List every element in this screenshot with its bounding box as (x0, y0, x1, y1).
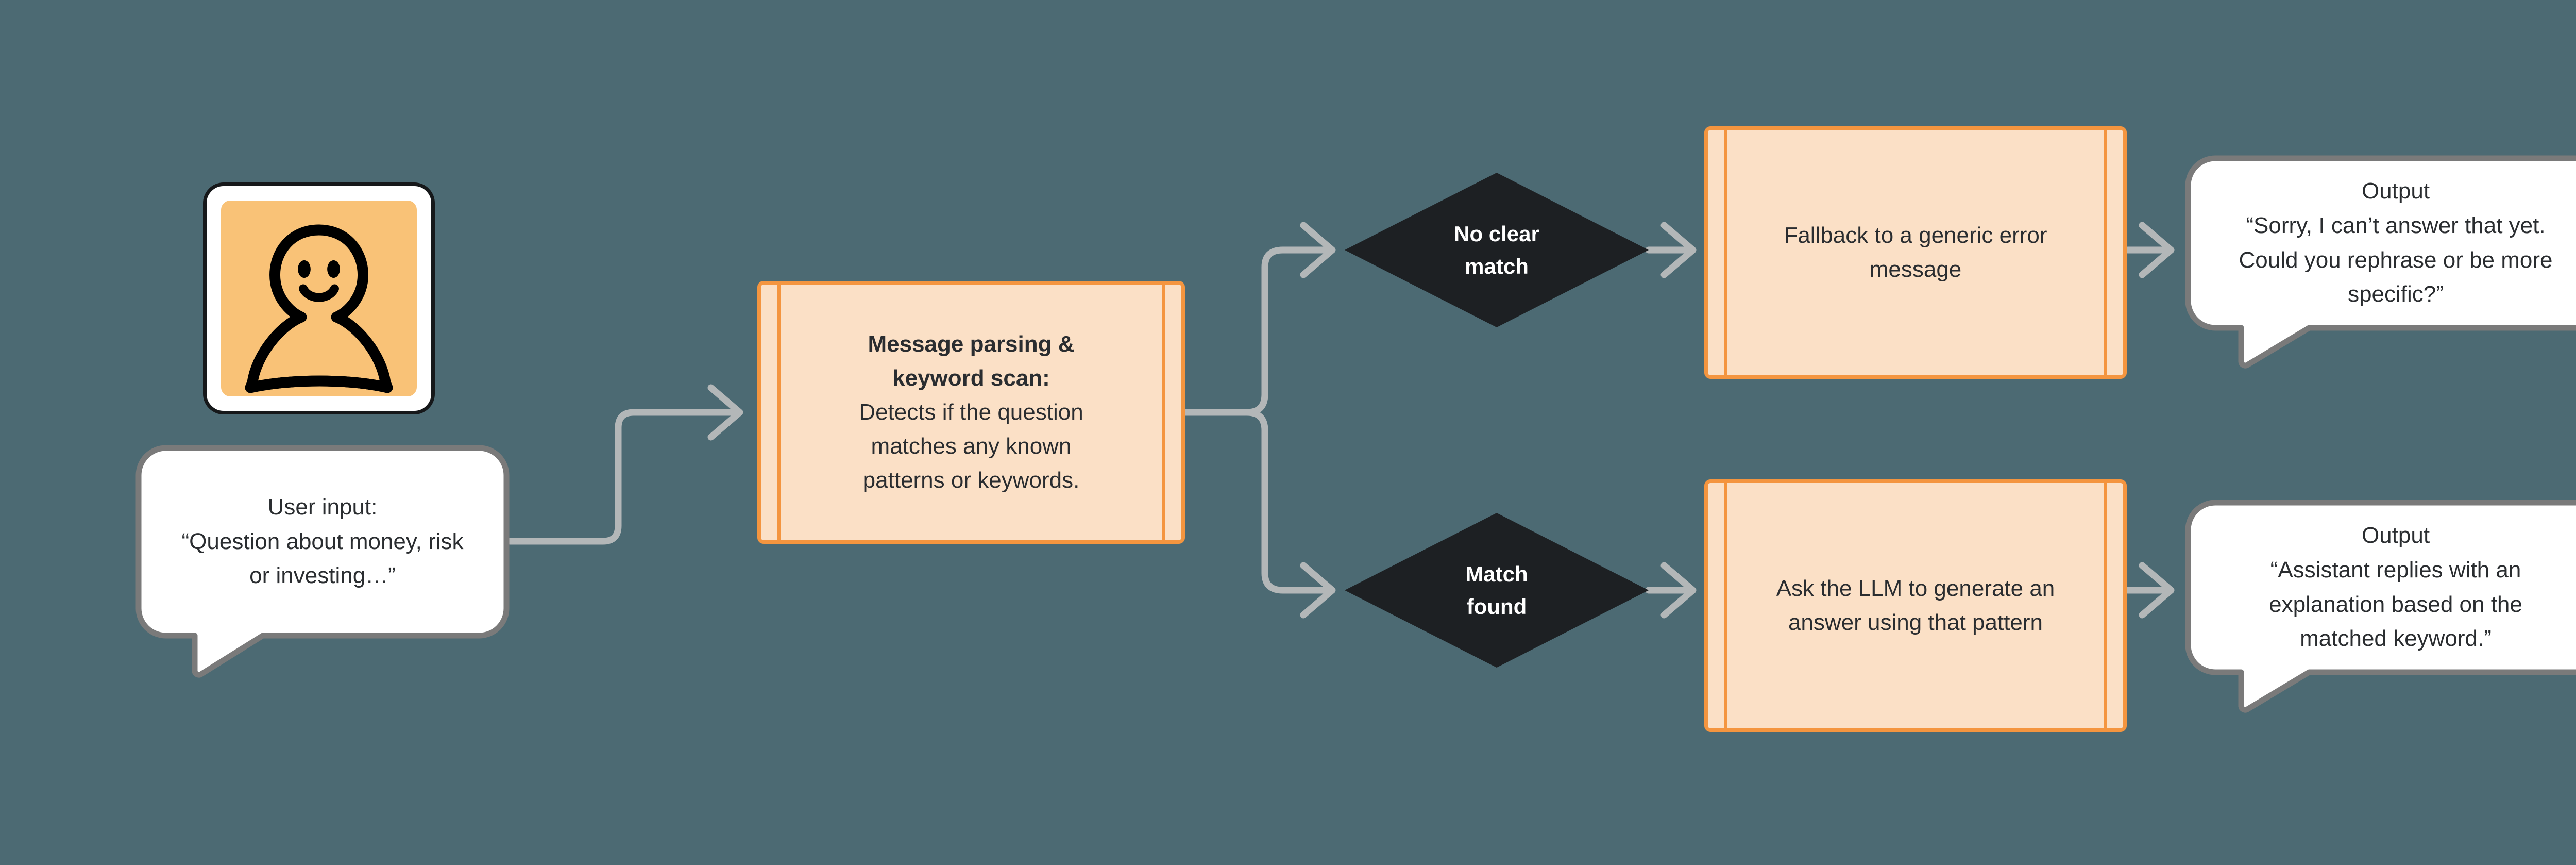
arrowhead-parse-to-match (1300, 562, 1336, 619)
decision-no-clear-match: No clear match (1345, 173, 1649, 327)
fallback-process-line-1: Fallback to a generic error (1784, 223, 2047, 248)
output-error-line-4: specific?” (2348, 281, 2444, 307)
output-answer-line-3: explanation based on the (2269, 591, 2522, 617)
output-answer-bubble-text: Output “Assistant replies with an explan… (2184, 499, 2576, 676)
output-error-bubble-text: Output “Sorry, I can’t answer that yet. … (2184, 155, 2576, 331)
arrowhead-llm-to-output-answer (2139, 562, 2175, 619)
decision-match-found-line-2: found (1466, 594, 1527, 619)
fallback-process-box: Fallback to a generic error message (1704, 126, 2127, 379)
user-input-line-2: “Question about money, risk (181, 528, 464, 554)
user-input-bubble-text: User input: “Question about money, risk … (135, 444, 510, 639)
llm-process-line-2: answer using that pattern (1788, 610, 2043, 635)
output-error-line-3: Could you rephrase or be more (2239, 247, 2553, 273)
parse-process-line-3: patterns or keywords. (862, 468, 1080, 493)
parse-process-text: Message parsing & keyword scan: Detects … (823, 327, 1119, 497)
avatar-image (221, 201, 417, 396)
output-answer-bubble: Output “Assistant replies with an explan… (2184, 499, 2576, 716)
avatar-smile (299, 284, 339, 302)
decision-match-found: Match found (1345, 513, 1649, 668)
output-error-line-2: “Sorry, I can’t answer that yet. (2246, 212, 2546, 238)
parse-process-line-1: Detects if the question (859, 400, 1083, 425)
fallback-process-line-2: message (1869, 257, 1962, 282)
parse-process-title-line-2: keyword scan: (892, 365, 1050, 391)
output-error-bubble: Output “Sorry, I can’t answer that yet. … (2184, 155, 2576, 371)
llm-process-text: Ask the LLM to generate an answer using … (1740, 572, 2091, 640)
parse-process-title-line-1: Message parsing & (868, 331, 1075, 357)
arrowhead-userinput-to-parse (707, 384, 743, 441)
arrowhead-match-to-llm (1660, 562, 1697, 619)
decision-no-clear-match-line-2: match (1465, 254, 1529, 278)
decision-no-clear-match-line-1: No clear (1454, 222, 1539, 246)
decision-no-clear-match-text: No clear match (1454, 218, 1539, 282)
avatar-eye-right (327, 260, 340, 278)
output-answer-line-2: “Assistant replies with an (2270, 557, 2521, 583)
output-answer-line-1: Output (2361, 522, 2430, 548)
speech-bubble-shape (2185, 155, 2576, 369)
speech-bubble-shape (135, 445, 510, 678)
decision-match-found-text: Match found (1465, 558, 1528, 623)
edge-userinput-to-parse (506, 409, 740, 545)
user-person-smiley-icon (245, 224, 393, 393)
parse-process-box: Message parsing & keyword scan: Detects … (757, 281, 1185, 544)
llm-process-box: Ask the LLM to generate an answer using … (1704, 479, 2127, 732)
arrowhead-fallback-to-output-error (2139, 222, 2175, 278)
fallback-process-text: Fallback to a generic error message (1748, 219, 2083, 287)
edge-parse-to-match (1243, 409, 1333, 594)
edge-parse-to-nomatch (1243, 246, 1333, 416)
output-error-line-1: Output (2361, 178, 2430, 204)
avatar-eye-left (298, 260, 311, 278)
output-answer-line-4: matched keyword.” (2300, 626, 2492, 652)
user-input-line-3: or investing…” (249, 563, 396, 589)
user-input-bubble: User input: “Question about money, risk … (135, 444, 510, 681)
arrowhead-nomatch-to-fallback (1660, 222, 1697, 278)
user-avatar-card (203, 182, 435, 414)
decision-match-found-line-1: Match (1465, 562, 1528, 586)
speech-bubble-shape (2185, 500, 2576, 713)
user-input-line-1: User input: (267, 494, 378, 520)
parse-process-line-2: matches any known (871, 434, 1072, 459)
arrowhead-parse-to-nomatch (1300, 222, 1336, 278)
llm-process-line-1: Ask the LLM to generate an (1776, 576, 2055, 601)
